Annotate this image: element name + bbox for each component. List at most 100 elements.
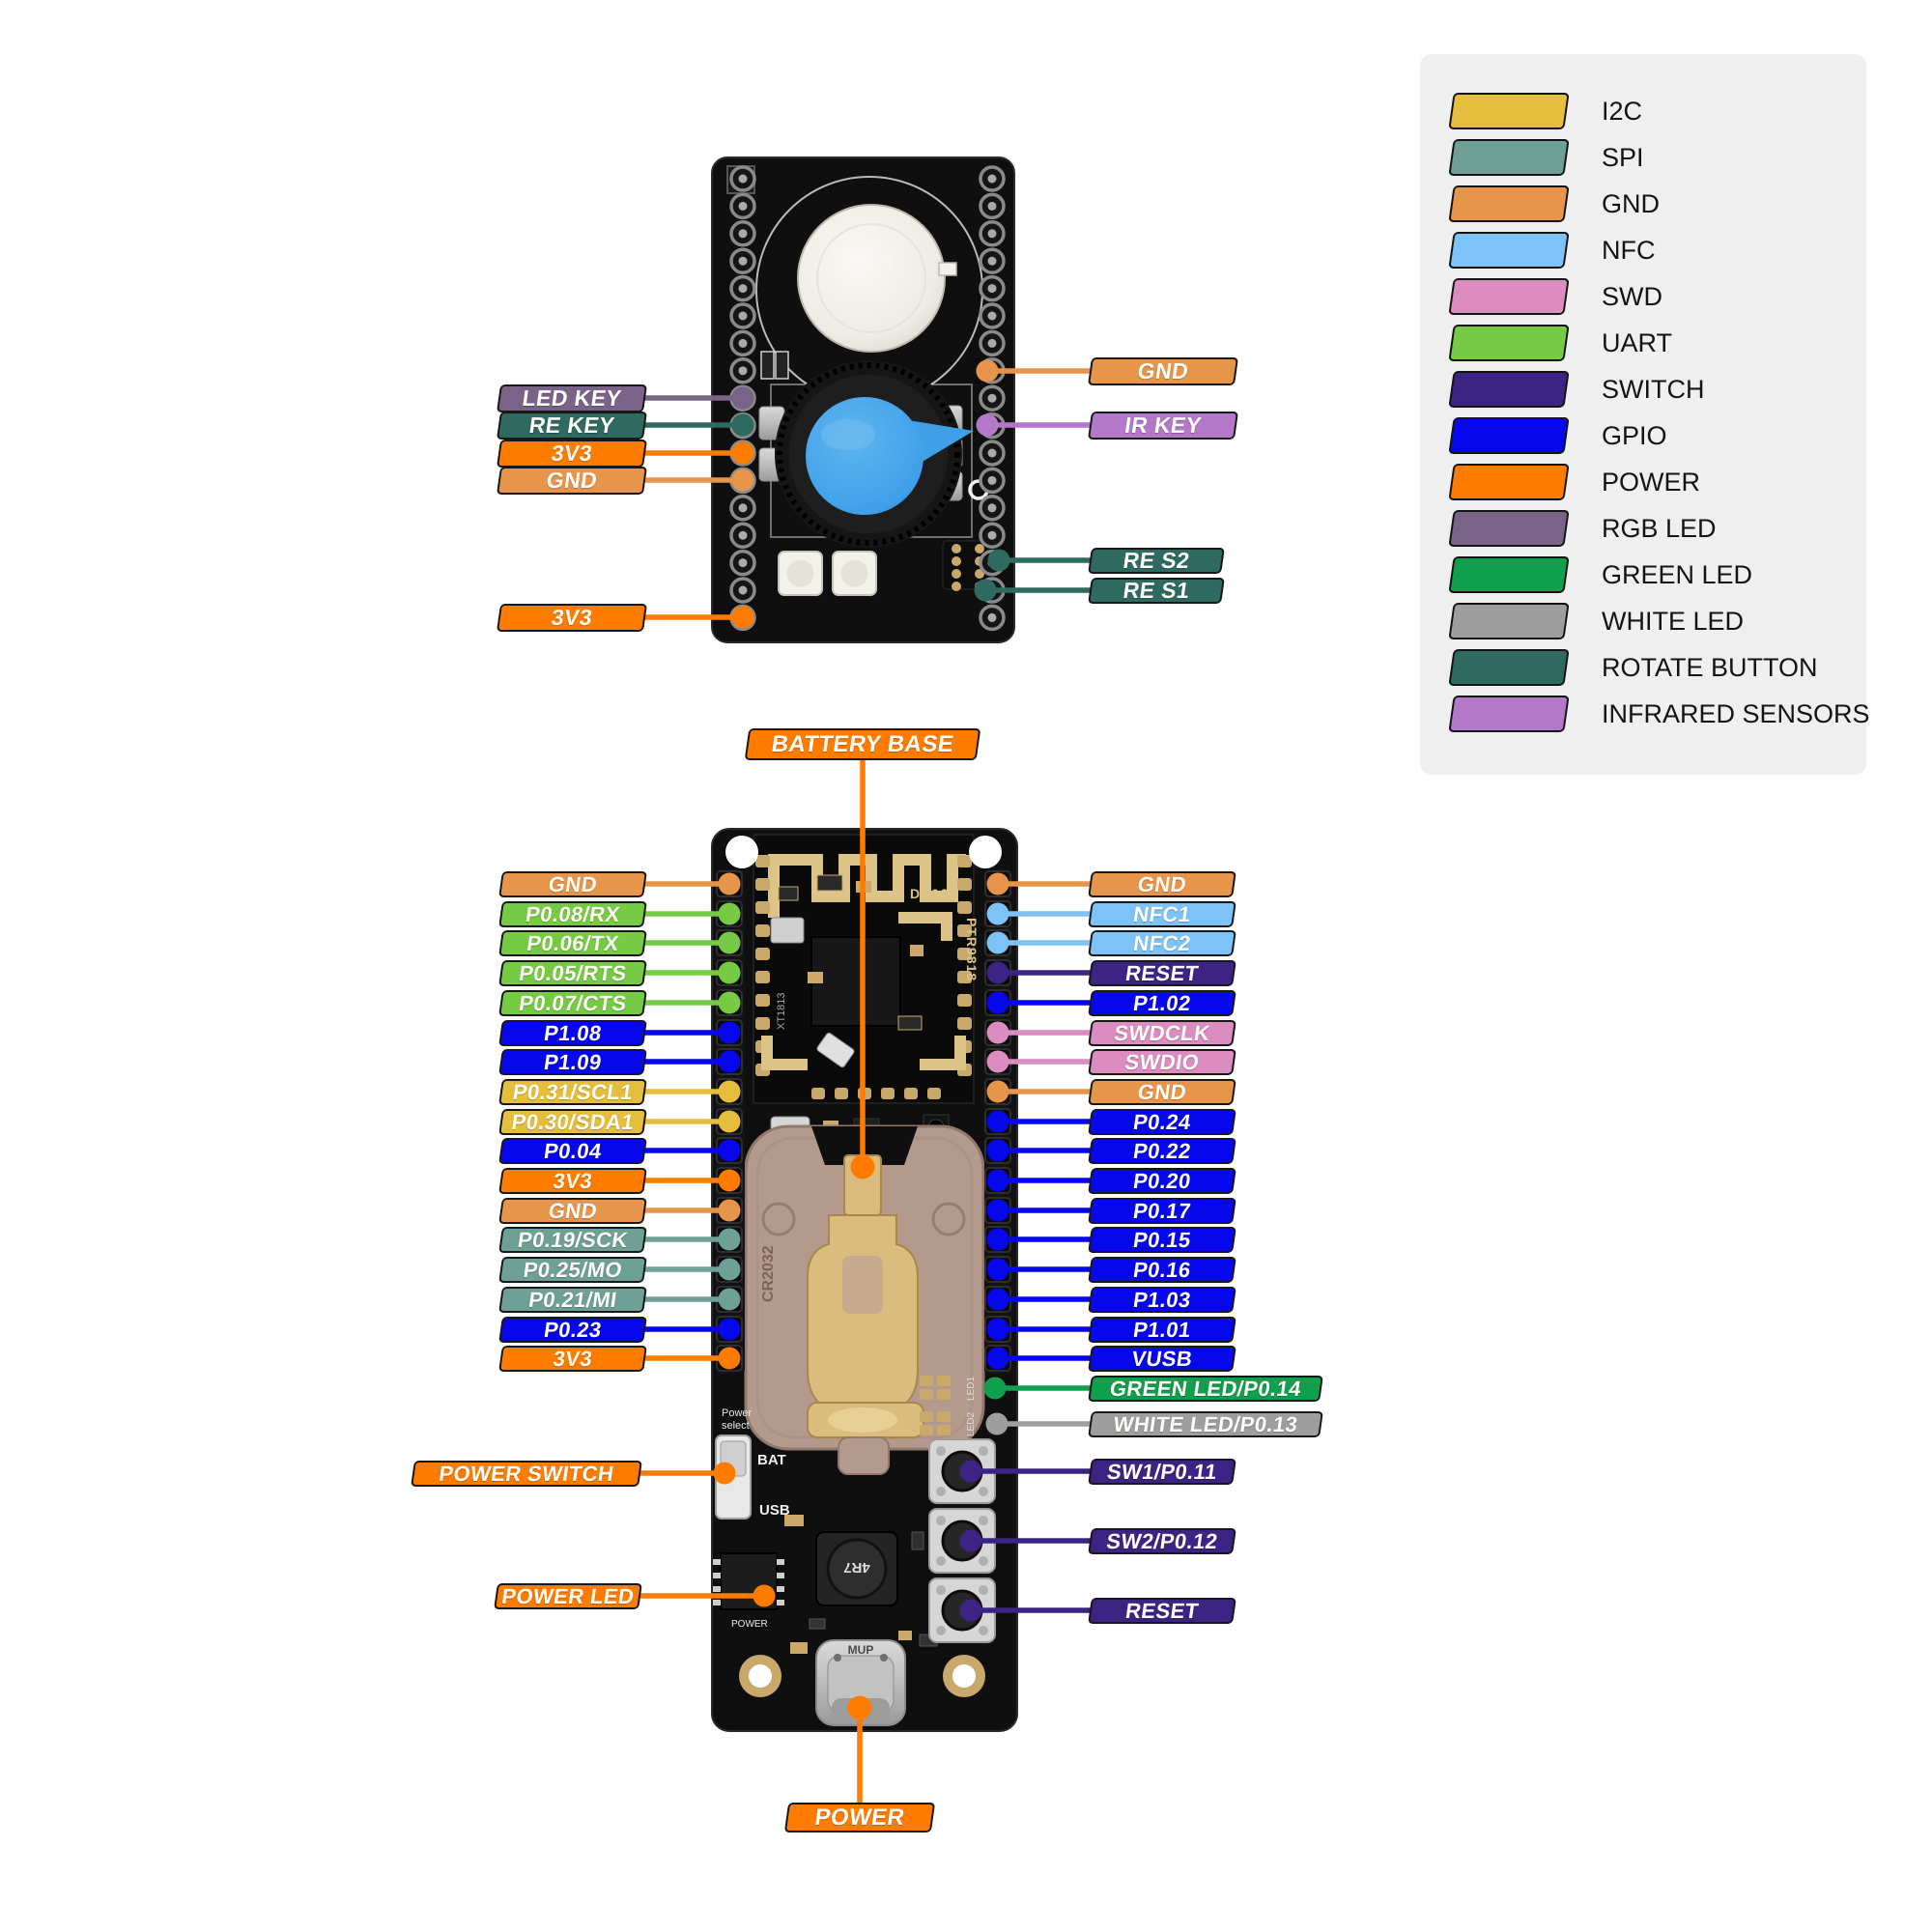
pin-dot: [718, 1050, 741, 1073]
silk-power: POWER: [731, 1619, 768, 1630]
pin-dot: [986, 1288, 1009, 1311]
pin-dot: [718, 1258, 741, 1281]
legend-item: SWITCH: [1448, 371, 1705, 408]
silk-power-select-1: Power: [722, 1407, 753, 1419]
pin-dot: [718, 1169, 741, 1192]
pin-dot: [731, 386, 754, 410]
legend-swatch: [1448, 93, 1570, 129]
pin-dot: [986, 1110, 1009, 1133]
legend-swatch: [1448, 603, 1570, 639]
legend-item: GREEN LED: [1448, 556, 1752, 593]
legend-item: UART: [1448, 325, 1672, 361]
legend-swatch: [1448, 139, 1570, 176]
pin-dot: [986, 1021, 1009, 1044]
legend-label: SWITCH: [1602, 374, 1705, 404]
legend-label: POWER: [1602, 467, 1701, 497]
legend-item: WHITE LED: [1448, 603, 1744, 639]
pin-dot: [718, 991, 741, 1014]
legend-label: SWD: [1602, 281, 1662, 311]
legend-swatch: [1448, 325, 1570, 361]
pin-dot: [986, 1199, 1009, 1222]
pin-dot: [976, 413, 999, 437]
battery-holder: CR2032: [744, 1124, 985, 1475]
legend-item: GPIO: [1448, 417, 1667, 454]
legend-item: SPI: [1448, 139, 1644, 176]
pin-dot: [959, 1599, 982, 1622]
pin-dot: [986, 1347, 1009, 1370]
antenna-trace: [768, 854, 966, 918]
legend-label: SPI: [1602, 142, 1644, 172]
pin-dot: [718, 1347, 741, 1370]
pin-dot: [718, 902, 741, 925]
legend-item: INFRARED SENSORS: [1448, 696, 1870, 732]
pin-dot: [986, 1228, 1009, 1251]
pir-dome: [797, 204, 957, 353]
pin-dot: [718, 1288, 741, 1311]
pin-dot: [718, 1318, 741, 1341]
rotary-encoder: [758, 360, 974, 548]
legend-item: RGB LED: [1448, 510, 1717, 547]
legend-label: GPIO: [1602, 420, 1667, 450]
pin-dot: [959, 1529, 982, 1552]
silk-bat: BAT: [757, 1452, 786, 1468]
pin-dot: [718, 1080, 741, 1103]
silk-inductor: 4R7: [843, 1559, 870, 1576]
led-pads: [920, 1376, 951, 1435]
legend-label: NFC: [1602, 235, 1656, 265]
legend-item: POWER: [1448, 464, 1701, 500]
legend-item: I2C: [1448, 93, 1642, 129]
pin-dot: [850, 1154, 875, 1179]
pin-dot: [731, 441, 754, 465]
legend-item: ROTATE BUTTON: [1448, 649, 1818, 686]
pin-dot: [753, 1584, 776, 1607]
legend-swatch: [1448, 510, 1570, 547]
silk-battery-type: CR2032: [760, 1245, 777, 1302]
legend-label: ROTATE BUTTON: [1602, 652, 1818, 682]
pin-dot: [718, 872, 741, 895]
inductor: 4R7: [815, 1531, 898, 1606]
pin-dot: [976, 359, 999, 383]
encoder-knob: [806, 397, 974, 515]
silk-mcu-marking: PTR9818: [964, 918, 980, 981]
silk-usb: USB: [759, 1502, 790, 1519]
silk-power-select-2: select: [722, 1420, 750, 1432]
silk-usb-logo: MUP: [848, 1643, 874, 1657]
pin-dot: [986, 902, 1009, 925]
white-led-package: [832, 551, 877, 596]
screw-hole: [725, 836, 758, 868]
pin-dot: [986, 1169, 1009, 1192]
legend-label: RGB LED: [1602, 513, 1717, 543]
rotary-sensor-module-board: [711, 156, 1015, 643]
usb-c-port: MUP: [815, 1639, 906, 1726]
pin-dot: [986, 1080, 1009, 1103]
legend-item: GND: [1448, 185, 1660, 222]
pin-dot: [987, 549, 1010, 572]
pin-dot: [713, 1462, 736, 1485]
legend-swatch: [1448, 232, 1570, 269]
legend-item: NFC: [1448, 232, 1656, 269]
mcu-chip: [810, 936, 901, 1027]
pin-dot: [986, 1318, 1009, 1341]
pin-dot: [718, 961, 741, 984]
rf-module: D362 PTR9818 XT1813: [753, 834, 980, 1104]
silk-led2: LED2: [966, 1412, 977, 1436]
legend-swatch: [1448, 649, 1570, 686]
legend-label: GND: [1602, 188, 1660, 218]
screw-hole: [969, 836, 1002, 868]
pin-dot: [731, 469, 754, 492]
pin-dot: [986, 931, 1009, 954]
pin-dot: [986, 872, 1009, 895]
pin-dot: [718, 1228, 741, 1251]
legend-swatch: [1448, 556, 1570, 593]
legend-swatch: [1448, 278, 1570, 315]
main-dev-board: D362 PTR9818 XT1813: [711, 828, 1018, 1732]
pin-dot: [731, 413, 754, 437]
pin-dot: [731, 606, 754, 629]
legend-label: INFRARED SENSORS: [1602, 698, 1870, 728]
pin-dot: [974, 579, 997, 602]
pin-dot: [718, 1021, 741, 1044]
legend-item: SWD: [1448, 278, 1662, 315]
legend-swatch: [1448, 464, 1570, 500]
